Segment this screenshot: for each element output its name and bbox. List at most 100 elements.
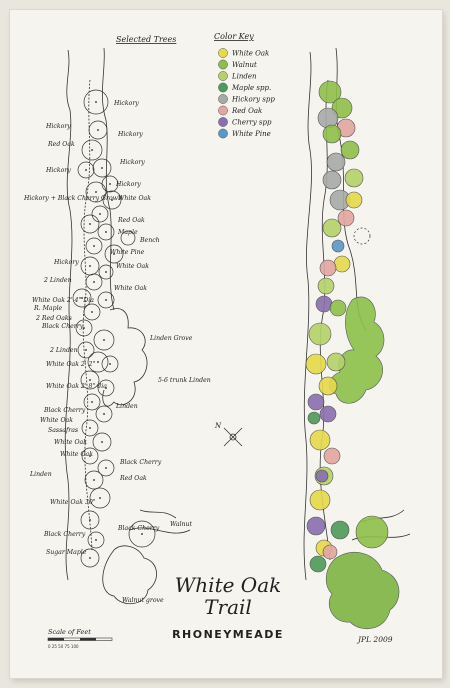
tree-circle (80, 214, 100, 234)
tree-trunk-dot (89, 455, 91, 457)
tree-label: Walnut grove (122, 597, 164, 604)
key-label: Cherry spp (232, 118, 272, 126)
tree-trunk-dot (93, 281, 95, 283)
tree-label: Black Cherry (43, 531, 86, 538)
tree-trunk-dot (81, 297, 83, 299)
colored-tree (306, 516, 326, 536)
key-heading: Selected Trees (116, 35, 176, 44)
linden-grove-outline (102, 308, 148, 407)
key-label: Red Oak (231, 107, 262, 115)
tree-label: Sugar Maple (46, 549, 87, 556)
tree-label: Sassafras (48, 427, 78, 434)
walnut-grove-fill (325, 552, 400, 630)
tree-trunk-dot (91, 401, 93, 403)
tree-circle (95, 405, 113, 423)
tree-circle (98, 264, 114, 280)
tree-label: 2 Linden (49, 347, 78, 354)
tree-label: White Oak 2' 4" Dia (32, 297, 94, 304)
tree-label: Hickory (115, 181, 141, 188)
tree-label: White Oak (118, 195, 151, 202)
trail-path (82, 79, 93, 551)
colored-tree (319, 405, 337, 423)
tree-trunk-dot (105, 231, 107, 233)
tree-label: Hickory (119, 159, 145, 166)
tree-trunk-dot (99, 497, 101, 499)
colored-tree (322, 124, 342, 144)
colored-tree (317, 277, 335, 295)
title-block: White Oak Trail RHONEYMEADE (172, 573, 282, 641)
tree-label: Linden (29, 471, 52, 478)
bench-marker (120, 230, 136, 246)
key-swatch (218, 82, 228, 93)
colored-tree (322, 544, 338, 560)
tree-label: R. Maple (33, 305, 63, 312)
tree-trunk-dot (113, 253, 115, 255)
tree-circle (89, 487, 111, 509)
tree-circle (83, 89, 109, 115)
tree-trunk-dot (89, 557, 91, 559)
color-key: Selected Trees Color Key White OakWalnut… (116, 32, 275, 139)
tree-label: Black Cherry (117, 525, 160, 532)
tree-label: White Oak (114, 285, 147, 292)
key-label: Walnut (232, 61, 257, 69)
tree-trunk-dot (89, 427, 91, 429)
tree-label: Red Oak (119, 475, 147, 482)
tree-label: Bench (139, 237, 160, 244)
tree-trunk-dot (95, 539, 97, 541)
colored-tree (318, 80, 342, 104)
tree-label: Black Cherry (43, 407, 86, 414)
tree-circle (83, 393, 101, 411)
colored-tree-circles (305, 80, 400, 630)
tree-trunk-dot (97, 361, 99, 363)
colored-tree (322, 218, 342, 238)
tree-circle (81, 447, 99, 465)
tree-label: Maple (117, 229, 138, 236)
tree-label: Linden (115, 403, 138, 410)
tree-trunk-dot (105, 387, 107, 389)
tree-label: Hickory (45, 167, 71, 174)
tree-label: Hickory (117, 131, 143, 138)
tree-label: 5-6 trunk Linden (158, 377, 211, 384)
left-inner-boundary (101, 47, 115, 311)
tree-trunk-dot (83, 327, 85, 329)
colored-tree (309, 489, 331, 511)
colored-tree (309, 555, 327, 573)
tree-trunk-dot (95, 191, 97, 193)
key-label: Linden (231, 72, 257, 80)
tree-circle (80, 510, 100, 530)
tree-circle (85, 237, 103, 255)
scale-bar: Scale of Feet 0 25 50 75 100 (47, 628, 113, 649)
tree-circle (92, 432, 112, 452)
colored-trail (319, 79, 331, 561)
tree-circle (85, 181, 107, 203)
tree-circle (81, 419, 99, 437)
tree-label: White Oak (116, 263, 149, 270)
tree-label: White Pine (110, 249, 145, 256)
tree-trunk-dot (85, 349, 87, 351)
tree-trunk-dot (109, 363, 111, 365)
title-line1: White Oak (175, 573, 282, 597)
key-swatch (218, 94, 228, 104)
left-boundary (64, 49, 73, 581)
colored-tree (344, 168, 364, 188)
tree-trunk-dot (91, 311, 93, 313)
tree-trunk-dot (101, 441, 103, 443)
tree-label: White Oak 2' 2" (46, 361, 95, 368)
colored-map (303, 47, 411, 630)
tree-trunk-dot (111, 199, 113, 201)
colored-tree (307, 411, 321, 425)
tree-label: Linden Grove (149, 335, 193, 342)
colored-tree (323, 447, 341, 465)
compass-rose: N (214, 422, 243, 447)
key-swatch (218, 71, 228, 81)
tree-label: Black Cherry (119, 459, 162, 466)
tree-label: White Oak (54, 439, 87, 446)
tree-circle (77, 341, 95, 359)
colored-tree (345, 191, 363, 209)
tree-label: White Oak 2' 8" dia (46, 383, 107, 390)
tree-circle (128, 520, 156, 548)
key-swatch (218, 105, 228, 116)
scale-ticks: 0 25 50 75 100 (48, 644, 79, 649)
